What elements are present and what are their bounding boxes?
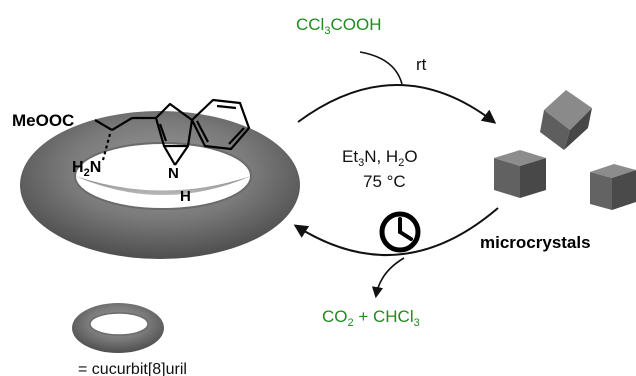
clock-icon: [379, 211, 421, 253]
reverse-arrow-icon: [293, 207, 499, 257]
legend-label: = cucurbit[8]uril: [78, 361, 187, 376]
indole-n-label: N: [168, 165, 179, 182]
microcrystal-cube-icon: [540, 90, 592, 150]
tryptophan-ester-molecule: [94, 98, 251, 166]
step2-condition-line2: 75 °C: [363, 172, 406, 191]
indole-h-label: H: [180, 188, 191, 205]
microcrystal-cube-icon: [494, 150, 546, 198]
ester-label: MeOOC: [12, 111, 74, 130]
microcrystal-cube-icon: [590, 164, 636, 210]
amine-label: H2N: [72, 159, 101, 179]
acid-reagent: CCl3COOH: [296, 15, 381, 37]
step2-condition-line1: Et3N, H2O: [342, 147, 418, 169]
product-output-arrow-icon: [371, 257, 405, 299]
microcrystals-label: microcrystals: [480, 233, 591, 252]
acid-input-curve: [359, 51, 403, 85]
small-torus-icon: [72, 303, 164, 353]
forward-arrow-icon: [297, 84, 497, 124]
products-label: CO2 + CHCl3: [322, 307, 420, 329]
step1-condition: rt: [416, 55, 427, 74]
